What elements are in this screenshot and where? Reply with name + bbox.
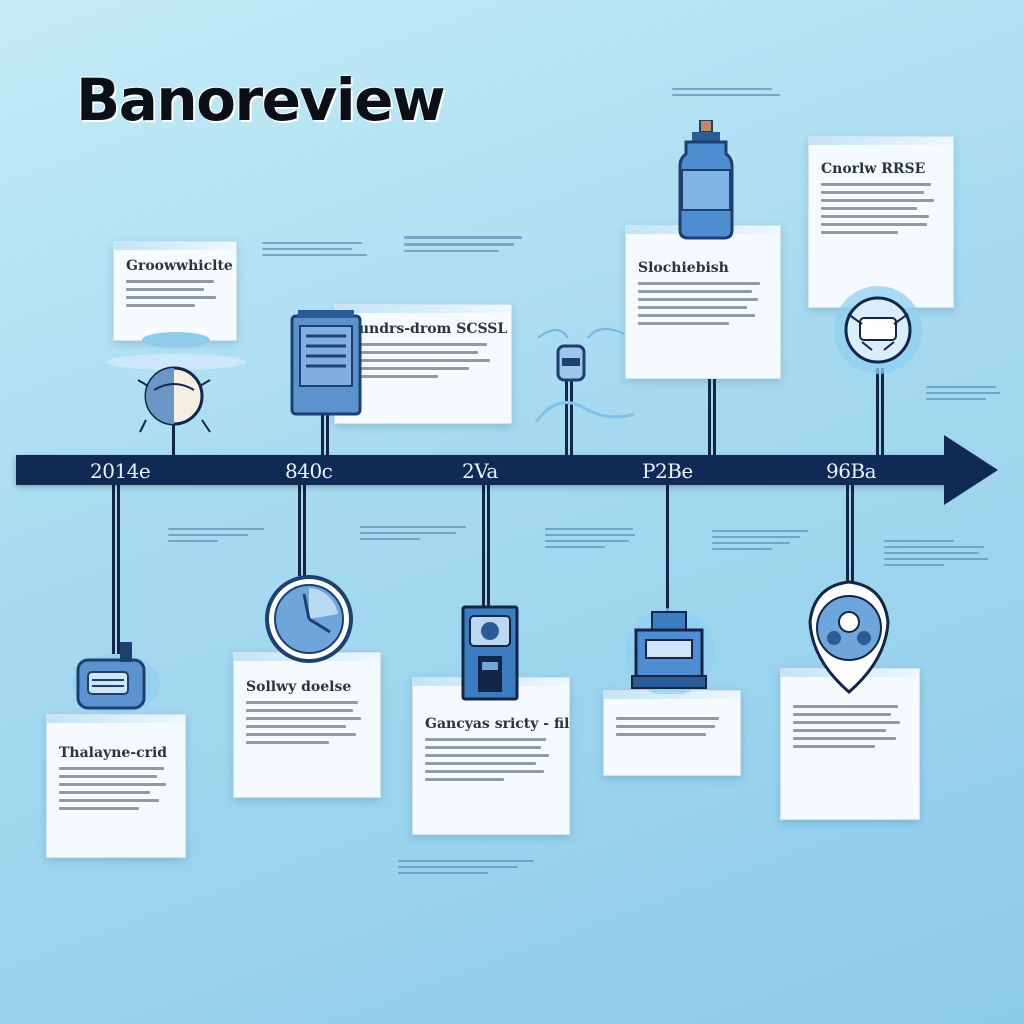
- connector-bottom-2: [298, 484, 306, 576]
- event-card-bottom-3: Gancyas sricty - filhr: [412, 677, 570, 835]
- note-below-4: [712, 526, 812, 554]
- camera-icon: [72, 642, 160, 714]
- note-below-1: [168, 524, 268, 546]
- connector-top-5: [876, 368, 884, 456]
- shield-icon: [808, 580, 890, 694]
- page-title: Banoreview: [76, 66, 446, 134]
- card-heading: Gancyas sricty - filhr: [425, 716, 570, 732]
- year-label-5: 96Ba: [826, 459, 877, 483]
- connector-top-2: [321, 405, 329, 456]
- card-heading: Groowwhiclte: [126, 258, 233, 274]
- year-label-3: 2Va: [462, 459, 498, 483]
- event-card-top-2: Bundrs-drom SCSSL: [334, 304, 512, 424]
- connector-top-4: [708, 378, 716, 456]
- machine-icon: [626, 608, 714, 694]
- card-heading: Slochiebish: [638, 260, 729, 276]
- connector-top-3: [565, 378, 573, 456]
- server-icon: [290, 310, 362, 416]
- globe-icon: [106, 332, 246, 433]
- card-heading: Sollwy doelse: [246, 679, 352, 695]
- year-label-1: 2014e: [90, 459, 151, 483]
- timeline-axis: [16, 455, 946, 485]
- event-card-bottom-1: Thalayne-crid: [46, 714, 186, 858]
- card-heading: Cnorlw RRSE: [821, 161, 926, 177]
- note-bottom: [398, 856, 538, 878]
- year-label-4: P2Be: [642, 459, 693, 483]
- connector-bottom-3: [482, 484, 490, 608]
- water-tower-icon: [534, 327, 635, 423]
- note-top-center: [672, 84, 782, 100]
- note-left-top: [262, 238, 372, 260]
- timeline-arrowhead: [944, 435, 998, 505]
- event-card-bottom-2: Sollwy doelse: [233, 652, 381, 798]
- event-card-bottom-5: [780, 668, 920, 820]
- connector-bottom-1: [112, 484, 120, 654]
- note-below-5: [884, 536, 994, 570]
- note-below-3: [545, 524, 637, 552]
- event-card-top-1: Groowwhiclte: [113, 241, 237, 341]
- clock-icon: [265, 575, 353, 663]
- bottle-icon: [678, 120, 734, 240]
- event-card-top-4: Cnorlw RRSE: [808, 136, 954, 308]
- card-heading: Thalayne-crid: [59, 745, 168, 761]
- connector-bottom-5: [846, 484, 854, 596]
- connector-top-1: [172, 420, 175, 456]
- note-right: [926, 382, 1002, 404]
- connector-bottom-4: [666, 484, 669, 612]
- note-below-2: [360, 522, 470, 544]
- terminal-icon: [461, 605, 519, 701]
- hub-icon: [834, 286, 922, 374]
- note-mid-top: [404, 232, 524, 256]
- card-heading: Bundrs-drom SCSSL: [347, 321, 508, 337]
- year-label-2: 840c: [285, 459, 333, 483]
- event-card-top-3: Slochiebish: [625, 225, 781, 379]
- event-card-bottom-4: [603, 690, 741, 776]
